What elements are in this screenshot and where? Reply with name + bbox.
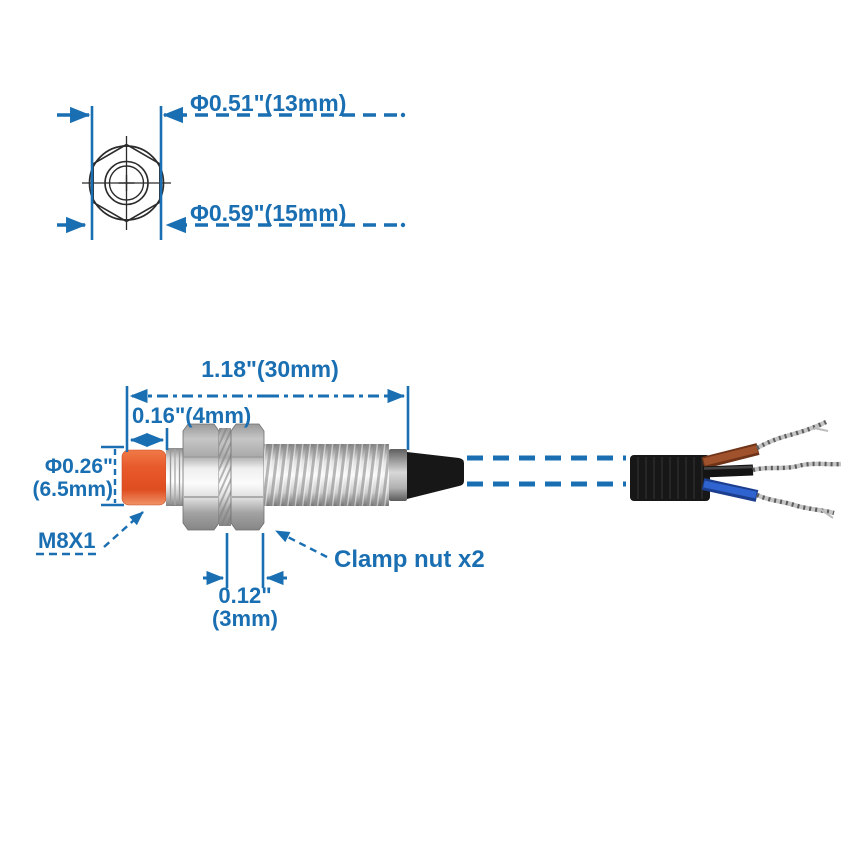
lock-washer-knurl xyxy=(219,428,231,526)
wire-black-strand-twist xyxy=(752,461,842,473)
front-view: Φ0.51"(13mm) Φ0.59"(15mm) xyxy=(57,90,406,240)
dim-label-nut-thickness-1: 0.12" xyxy=(218,583,271,608)
cable-section xyxy=(467,420,842,519)
thread-spec-leader xyxy=(103,511,144,548)
inner-ring-outer xyxy=(104,160,149,206)
outer-circle xyxy=(88,145,165,221)
barrel-threads xyxy=(264,444,389,506)
thread-spec-label: M8X1 xyxy=(38,528,95,553)
clamp-nut-leader xyxy=(275,529,328,559)
cable-boot xyxy=(407,452,464,499)
side-view xyxy=(121,423,464,531)
rear-collar xyxy=(389,449,407,501)
side-view-dimensions: 1.18"(30mm) 0.16"(4mm) Φ0.26" (6.5mm) M8… xyxy=(32,356,484,631)
wire-blue-core xyxy=(703,480,757,499)
dim-line-end-dot xyxy=(400,112,406,118)
dim-label-nut-thickness-2: (3mm) xyxy=(212,606,278,631)
wire-brown-bare-strand xyxy=(755,420,827,450)
dim-label-across-flats: Φ0.51"(13mm) xyxy=(190,90,346,116)
dim-label-tip-diameter-1: Φ0.26" xyxy=(45,455,113,478)
dim-label-body-length: 1.18"(30mm) xyxy=(201,356,338,382)
clamp-nut-2 xyxy=(230,423,265,531)
wire-black xyxy=(702,464,754,478)
wire-black-highlight xyxy=(703,465,753,470)
inner-ring-inner xyxy=(108,165,145,201)
wire-blue-strand-fray xyxy=(819,508,834,519)
clamp-nut-1 xyxy=(182,423,220,531)
wire-brown-strand-fray xyxy=(813,427,829,432)
dim-line-end-dot-2 xyxy=(400,222,406,228)
sensor-tip xyxy=(121,449,167,506)
dim-label-outer-diameter: Φ0.59"(15mm) xyxy=(190,200,346,226)
dim-label-tip-length: 0.16"(4mm) xyxy=(132,403,251,428)
dim-label-tip-diameter-2: (6.5mm) xyxy=(32,478,113,501)
clamp-nut-label: Clamp nut x2 xyxy=(334,546,485,573)
cable-jacket-striations xyxy=(637,457,703,499)
wire-brown-core xyxy=(703,445,758,466)
